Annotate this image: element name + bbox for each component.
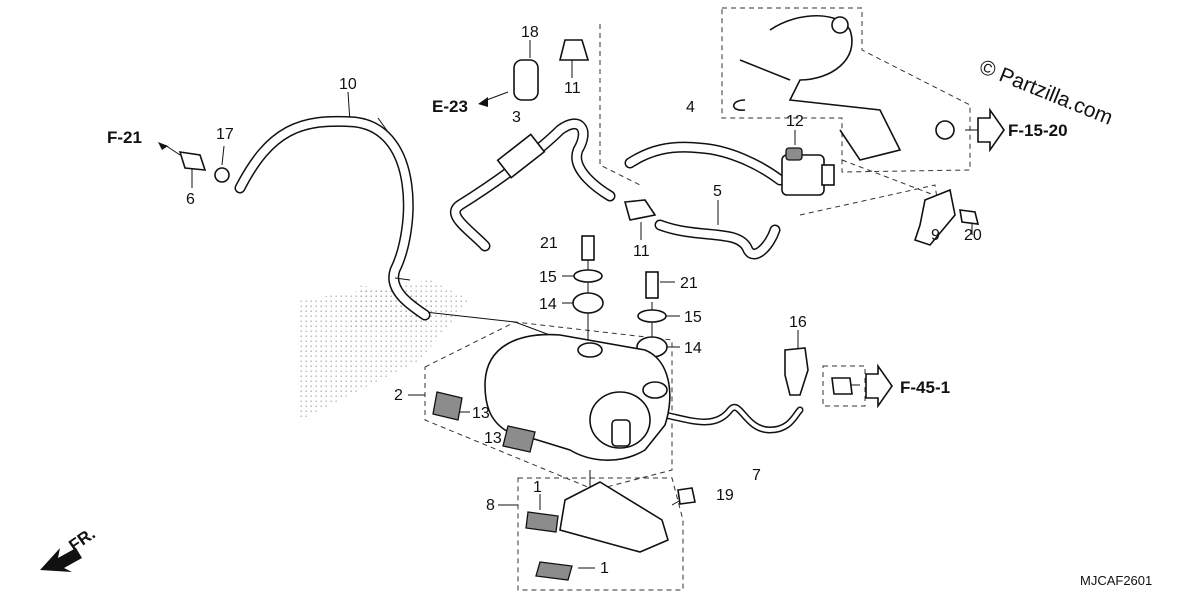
hose-10-inner bbox=[236, 117, 429, 319]
callout-15b: 15 bbox=[684, 309, 702, 326]
callout-13b: 13 bbox=[484, 430, 502, 447]
bracket-assembly-box bbox=[517, 477, 684, 591]
hose-10-band-b bbox=[394, 277, 411, 281]
callout-12: 12 bbox=[786, 113, 804, 130]
part-15-washer-a bbox=[573, 269, 603, 283]
callout-11a: 11 bbox=[564, 80, 581, 97]
arrow-f1520 bbox=[977, 107, 1005, 153]
part-2-canister bbox=[484, 333, 671, 461]
callout-9: 9 bbox=[931, 227, 940, 244]
callout-13a: 13 bbox=[472, 405, 490, 422]
hose-4-inner bbox=[626, 143, 784, 184]
leader-f21 bbox=[164, 144, 181, 156]
part-1-pad-b bbox=[535, 561, 573, 581]
arrow-f21-head bbox=[158, 142, 168, 150]
arrow-e23-head bbox=[478, 97, 488, 107]
part-12-solenoid bbox=[781, 147, 835, 196]
callout-7: 7 bbox=[752, 467, 761, 484]
part-15-washer-b bbox=[637, 309, 667, 323]
watermark: © Partzilla.com bbox=[976, 55, 1116, 129]
part-17-clamp bbox=[214, 167, 230, 183]
callout-14b: 14 bbox=[684, 340, 702, 357]
tube-7-inner bbox=[663, 405, 802, 433]
part-16-clamp bbox=[784, 347, 809, 396]
callout-16: 16 bbox=[789, 314, 807, 331]
ref-e23: E-23 bbox=[432, 97, 468, 116]
callout-1b: 1 bbox=[600, 560, 609, 577]
arrow-f451 bbox=[865, 363, 893, 409]
part-21-bolt-b bbox=[645, 271, 659, 299]
arrow-fr bbox=[40, 548, 82, 572]
callout-21b: 21 bbox=[680, 275, 698, 292]
part-13-pad-a bbox=[432, 391, 463, 421]
callout-18: 18 bbox=[521, 24, 539, 41]
callout-14a: 14 bbox=[539, 296, 557, 313]
callout-8: 8 bbox=[486, 497, 495, 514]
callout-4: 4 bbox=[686, 99, 695, 116]
direction-label: FR. bbox=[65, 524, 98, 555]
frame-silhouette-2 bbox=[350, 285, 440, 330]
hose-3-inner bbox=[451, 120, 614, 250]
part-11-lower bbox=[623, 199, 657, 221]
part-13-pad-b bbox=[502, 425, 536, 453]
ref-f1520: F-15-20 bbox=[1008, 121, 1068, 140]
callout-5: 5 bbox=[713, 183, 722, 200]
diagram-code: MJCAF2601 bbox=[1080, 573, 1152, 588]
upper-frame-hole-2 bbox=[935, 120, 955, 140]
part-6-fitting bbox=[178, 151, 207, 171]
callout-19: 19 bbox=[716, 487, 734, 504]
ref-f21: F-21 bbox=[107, 128, 142, 147]
part-21-bolt-a bbox=[581, 235, 595, 261]
hose-5-inner bbox=[656, 221, 779, 258]
callout-21a: 21 bbox=[540, 235, 558, 252]
callout-3: 3 bbox=[512, 109, 521, 126]
callout-1a: 1 bbox=[533, 479, 542, 496]
part-18-tube bbox=[513, 59, 539, 101]
bracket-9-dash bbox=[841, 159, 935, 196]
hose-3-sleeve bbox=[496, 133, 546, 179]
part-8-bracket bbox=[559, 481, 669, 553]
upper-frame-bracket bbox=[732, 14, 902, 161]
hose-10-band-a bbox=[377, 117, 389, 133]
callout-11b: 11 bbox=[633, 243, 650, 260]
part-9-bracket bbox=[913, 188, 956, 246]
callout-6: 6 bbox=[186, 191, 195, 208]
part-14-grommet-a bbox=[572, 292, 604, 314]
part-19-bolt bbox=[677, 487, 696, 505]
upper-frame-hole bbox=[831, 16, 849, 34]
bolt-16-box bbox=[822, 365, 866, 407]
callout-10: 10 bbox=[339, 76, 357, 93]
callout-20: 20 bbox=[964, 227, 982, 244]
solenoid-to-frame-dash bbox=[799, 184, 939, 216]
part-11-upper bbox=[558, 39, 590, 61]
callout-17: 17 bbox=[216, 126, 234, 143]
leader-17 bbox=[221, 145, 225, 166]
callout-2: 2 bbox=[394, 387, 403, 404]
hose-3-dash bbox=[599, 24, 641, 186]
upper-frame-box bbox=[721, 7, 971, 173]
callout-15a: 15 bbox=[539, 269, 557, 286]
part-20-bolt bbox=[959, 209, 980, 225]
part-1-pad-a bbox=[525, 511, 559, 533]
part-16-bolt bbox=[831, 377, 853, 395]
ref-f451: F-45-1 bbox=[900, 378, 950, 397]
